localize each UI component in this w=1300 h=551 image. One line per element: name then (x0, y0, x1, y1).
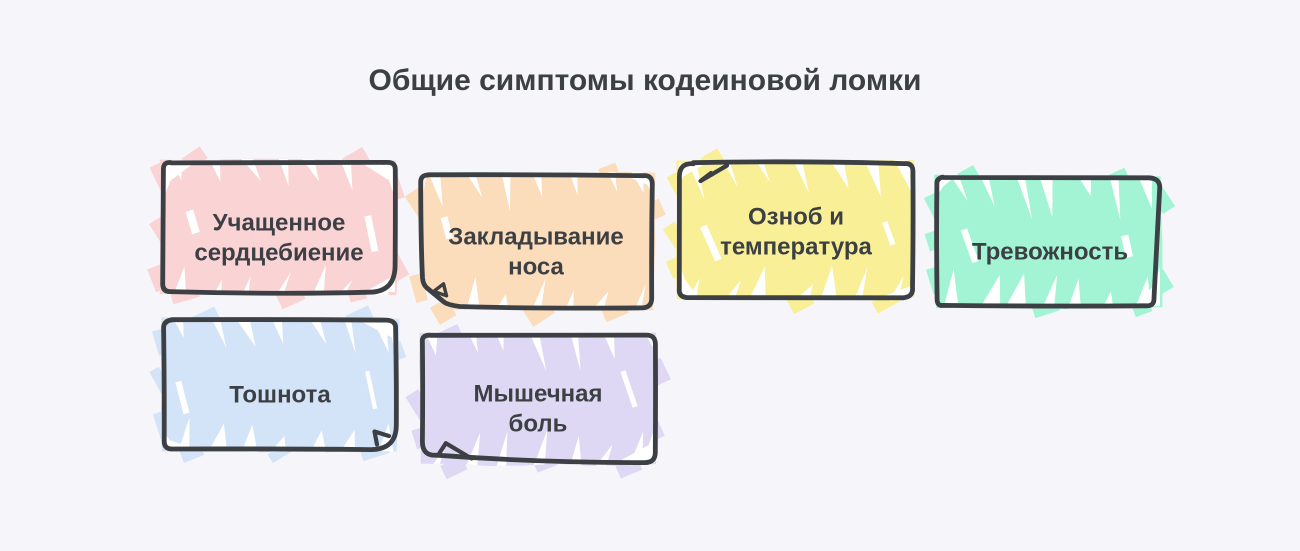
svg-text:сердцебиение: сердцебиение (194, 240, 363, 267)
svg-text:Тошнота: Тошнота (229, 382, 331, 409)
svg-text:Тревожность: Тревожность (972, 239, 1128, 266)
svg-text:температура: температура (720, 234, 872, 261)
svg-text:Мышечная: Мышечная (473, 381, 602, 408)
svg-text:носа: носа (508, 254, 564, 281)
svg-text:Закладывание: Закладывание (448, 224, 623, 251)
svg-text:Учащенное: Учащенное (213, 210, 346, 237)
svg-text:Озноб и: Озноб и (748, 204, 844, 231)
svg-text:боль: боль (509, 411, 568, 438)
svg-text:Общие симптомы кодеиновой ломк: Общие симптомы кодеиновой ломки (368, 64, 921, 97)
